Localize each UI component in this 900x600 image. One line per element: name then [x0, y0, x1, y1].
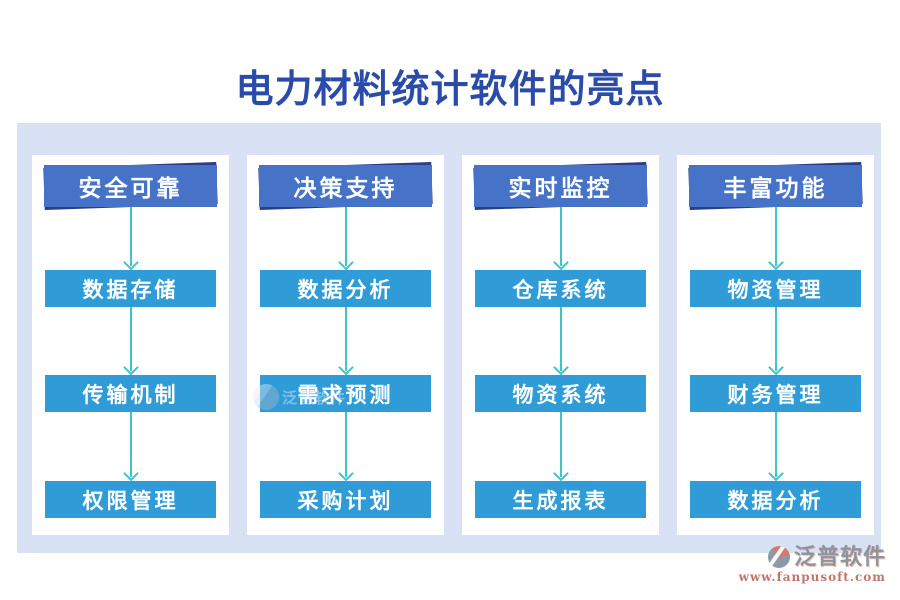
- column-header-label: 安全可靠: [78, 175, 183, 202]
- flow-item-box: 采购计划: [260, 481, 431, 518]
- column-header-label: 丰富功能: [723, 175, 828, 202]
- down-arrow-icon: [768, 307, 784, 374]
- flow-item-box: 权限管理: [45, 481, 216, 518]
- flow-item-label: 需求预测: [297, 381, 394, 407]
- down-arrow-icon: [553, 307, 569, 374]
- down-arrow-icon: [123, 207, 139, 269]
- down-arrow-icon: [768, 207, 784, 269]
- flow-item-box: 数据存储: [45, 270, 216, 307]
- flow-item-box: 生成报表: [475, 481, 646, 518]
- footer-logo: 泛普软件 www.fanpusoft.com: [739, 546, 886, 583]
- column-header: 实时监控: [474, 165, 647, 207]
- down-arrow-icon: [338, 207, 354, 269]
- flow-item-label: 数据分析: [727, 487, 824, 513]
- column-header-label: 实时监控: [508, 175, 613, 202]
- page-title: 电力材料统计软件的亮点: [235, 66, 665, 111]
- brand-row: 泛普软件: [739, 546, 886, 568]
- brand-url: www.fanpusoft.com: [738, 570, 886, 584]
- flow-item-label: 权限管理: [82, 487, 179, 513]
- column-card-2: 决策支持 数据分析 需求预测 采购计划 泛普软件: [247, 155, 444, 535]
- down-arrow-icon: [553, 412, 569, 480]
- column-header: 决策支持: [259, 165, 432, 207]
- flow-item-box: 数据分析: [260, 270, 431, 307]
- down-arrow-icon: [123, 307, 139, 374]
- down-arrow-icon: [553, 207, 569, 269]
- fanpu-logo-icon: [767, 546, 790, 568]
- flow-item-label: 数据分析: [297, 276, 394, 302]
- brand-name: 泛普软件: [793, 544, 886, 570]
- flow-item-label: 采购计划: [297, 487, 394, 513]
- column-card-3: 实时监控 仓库系统 物资系统 生成报表: [462, 155, 659, 535]
- flow-item-box: 需求预测: [260, 375, 431, 412]
- flow-item-label: 物资系统: [512, 381, 609, 407]
- diagram-panel: 安全可靠 数据存储 传输机制 权限管理 决策支持 数据分析 需求预测 采购计划: [17, 123, 881, 553]
- flow-item-label: 物资管理: [727, 276, 824, 302]
- down-arrow-icon: [123, 412, 139, 480]
- flow-item-label: 生成报表: [512, 487, 609, 513]
- flow-item-box: 数据分析: [690, 481, 861, 518]
- column-card-4: 丰富功能 物资管理 财务管理 数据分析: [677, 155, 874, 535]
- flow-item-label: 仓库系统: [512, 276, 609, 302]
- flow-item-box: 物资系统: [475, 375, 646, 412]
- column-header-label: 决策支持: [293, 175, 398, 202]
- column-header: 丰富功能: [689, 165, 862, 207]
- flow-item-label: 数据存储: [82, 276, 179, 302]
- flow-item-label: 传输机制: [82, 381, 179, 407]
- flow-item-box: 传输机制: [45, 375, 216, 412]
- down-arrow-icon: [338, 412, 354, 480]
- down-arrow-icon: [338, 307, 354, 374]
- flow-item-box: 物资管理: [690, 270, 861, 307]
- flow-item-label: 财务管理: [727, 381, 824, 407]
- down-arrow-icon: [768, 412, 784, 480]
- flow-item-box: 仓库系统: [475, 270, 646, 307]
- flow-item-box: 财务管理: [690, 375, 861, 412]
- column-card-1: 安全可靠 数据存储 传输机制 权限管理: [32, 155, 229, 535]
- column-header: 安全可靠: [44, 165, 217, 207]
